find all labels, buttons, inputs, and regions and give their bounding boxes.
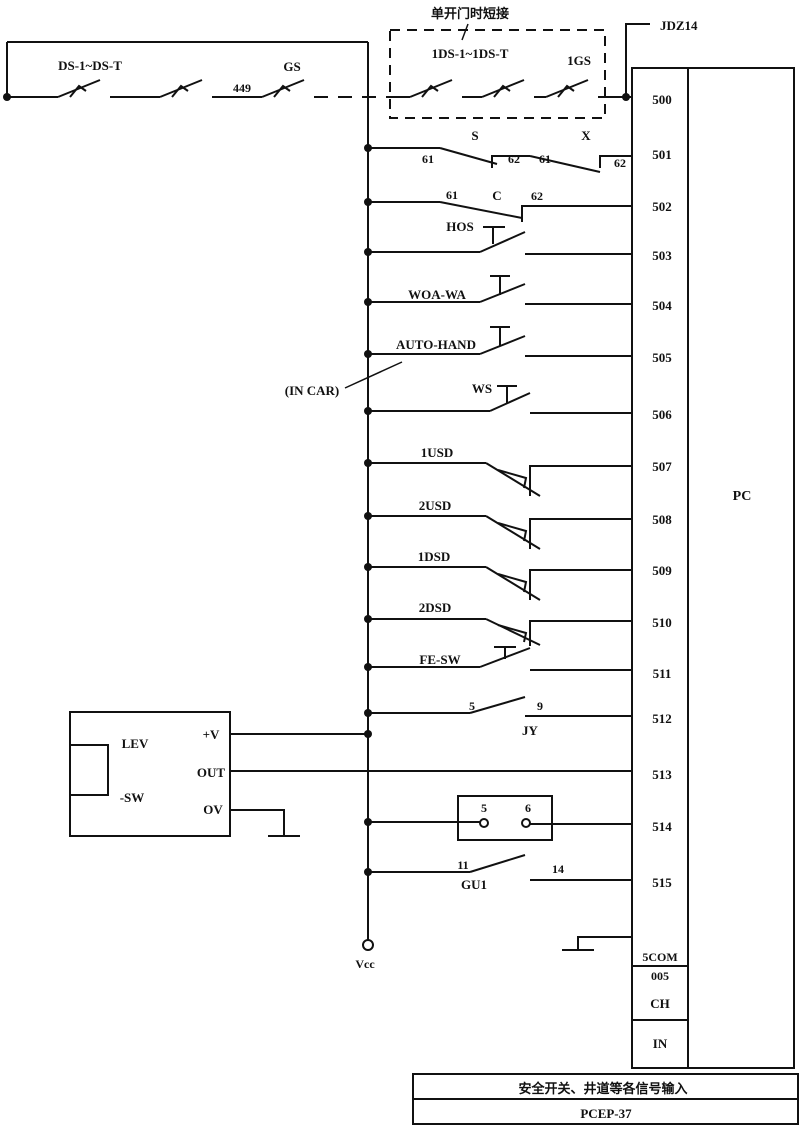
- woa-wa-label: WOA-WA: [408, 287, 466, 302]
- row-510: 2DSD: [364, 600, 632, 646]
- terminal-506: 506: [652, 407, 672, 422]
- terminal-505: 505: [652, 350, 672, 365]
- pc-label: PC: [733, 489, 752, 504]
- title-block: 安全开关、井道等各信号输入 PCEP-37: [412, 1073, 799, 1125]
- node-62-b: 62: [614, 156, 626, 170]
- gu1-node-14: 14: [552, 862, 564, 876]
- lev-label: LEV: [122, 736, 149, 751]
- row-503: HOS: [364, 219, 632, 256]
- terminal-510: 510: [652, 615, 672, 630]
- row-505: AUTO-HAND (IN CAR): [285, 326, 632, 398]
- switch-x-label: X: [581, 128, 591, 143]
- auto-hand-label: AUTO-HAND: [396, 337, 476, 352]
- title-block-code: PCEP-37: [580, 1106, 632, 1121]
- node-61-b: 61: [539, 152, 551, 166]
- safety-chain: DS-1~DS-T 449 GS: [3, 41, 390, 101]
- row-502: C 61 62: [364, 188, 632, 222]
- terminal-512: 512: [652, 711, 672, 726]
- jdz14-lead: [625, 23, 650, 97]
- lev-pin-ov: OV: [203, 802, 223, 817]
- row-507: 1USD: [364, 445, 632, 497]
- common-ground: [562, 936, 632, 951]
- pc-sub-in: IN: [653, 1036, 668, 1051]
- gu1-node-11: 11: [457, 858, 468, 872]
- fe-sw-label: FE-SW: [419, 652, 460, 667]
- gu1-label: GU1: [461, 877, 487, 892]
- car-door-chain: 1DS-1~1DS-T 1GS: [390, 46, 632, 101]
- door-switch-label: DS-1~DS-T: [58, 58, 122, 73]
- terminal-500: 500: [652, 92, 672, 107]
- terminal-501: 501: [652, 147, 672, 162]
- bypass-caption: 单开门时短接: [431, 6, 509, 21]
- terminal-514: 514: [652, 819, 672, 834]
- terminal-504: 504: [652, 298, 672, 313]
- pc-terminal-strip: [631, 67, 689, 1069]
- terminal-5com: 5COM: [642, 950, 677, 964]
- terminal-508: 508: [652, 512, 672, 527]
- pc-body: [687, 67, 795, 1069]
- lev-pin-v: +V: [203, 727, 220, 742]
- usd1-label: 1USD: [421, 445, 454, 460]
- row-512: 5 9 JY: [364, 696, 632, 738]
- car-door-switch-label: 1DS-1~1DS-T: [432, 46, 509, 61]
- jy-label: JY: [522, 723, 539, 738]
- terminal-513: 513: [652, 767, 672, 782]
- socket-node-5: 5: [481, 801, 487, 815]
- title-block-title: 安全开关、井道等各信号输入: [518, 1081, 687, 1096]
- sw-label: -SW: [120, 790, 145, 805]
- row-514: 5 6: [364, 795, 632, 841]
- node-61-c: 61: [446, 188, 458, 202]
- jy-node-5: 5: [469, 699, 475, 713]
- wire-449-label: 449: [233, 81, 251, 95]
- node-61-a: 61: [422, 152, 434, 166]
- pc-terminals: 500 501 502 503 504 505 506 507 508 509 …: [642, 92, 677, 1051]
- switch-s-label: S: [471, 128, 478, 143]
- terminal-511: 511: [653, 666, 672, 681]
- terminal-502: 502: [652, 199, 672, 214]
- gs-label: GS: [283, 59, 300, 74]
- pc-sub-code: 005: [651, 969, 669, 983]
- row-515: 11 14 GU1: [364, 854, 632, 892]
- row-506: WS: [364, 381, 632, 415]
- row-504: WOA-WA: [364, 275, 632, 306]
- bypass-dashed-box: [389, 29, 606, 119]
- jdz14-label: JDZ14: [660, 18, 698, 33]
- in-car-label: (IN CAR): [285, 383, 340, 398]
- dsd1-label: 1DSD: [418, 549, 451, 564]
- row-511: FE-SW: [364, 646, 632, 671]
- hos-label: HOS: [446, 219, 473, 234]
- dsd2-label: 2DSD: [419, 600, 452, 615]
- row-501: S X 61 62 61 62: [364, 128, 632, 173]
- lev-sw-module: LEV -SW +V OUT OV: [69, 711, 632, 837]
- vcc-terminal: [362, 939, 374, 951]
- row-508: 2USD: [364, 498, 632, 550]
- terminal-509: 509: [652, 563, 672, 578]
- row-509: 1DSD: [364, 549, 632, 601]
- car-gate-switch-label: 1GS: [567, 53, 591, 68]
- lev-pin-out: OUT: [197, 765, 226, 780]
- pc-sub-ch: CH: [650, 996, 670, 1011]
- usd2-label: 2USD: [419, 498, 452, 513]
- terminal-515: 515: [652, 875, 672, 890]
- vcc-label: Vcc: [355, 957, 375, 971]
- terminal-507: 507: [652, 459, 672, 474]
- jy-node-9: 9: [537, 699, 543, 713]
- socket-node-6: 6: [525, 801, 531, 815]
- terminal-503: 503: [652, 248, 672, 263]
- switch-c-label: C: [492, 188, 501, 203]
- node-62-c: 62: [531, 189, 543, 203]
- ws-label: WS: [472, 381, 492, 396]
- node-62-a: 62: [508, 152, 520, 166]
